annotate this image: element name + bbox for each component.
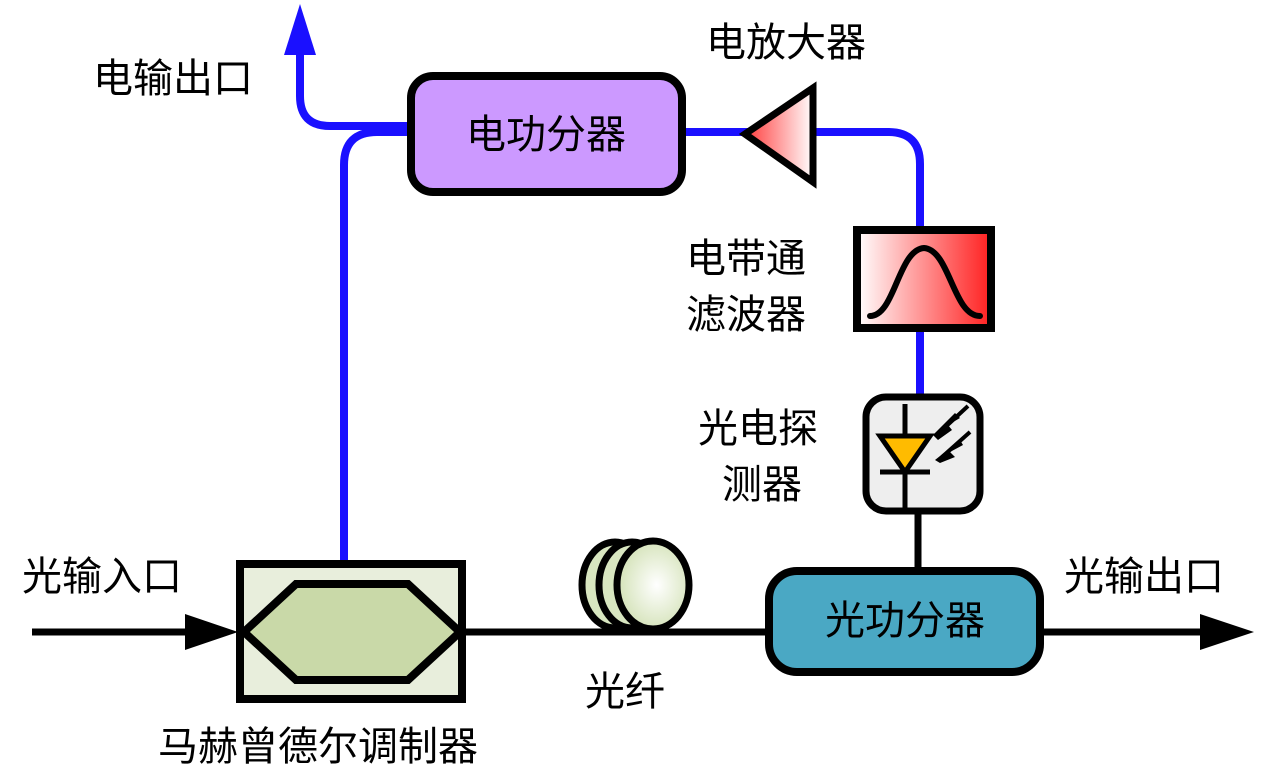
mach-zehnder-modulator[interactable] bbox=[236, 560, 466, 703]
mach-zehnder-modulator-label: 马赫曾德尔调制器 bbox=[158, 724, 478, 770]
bandpass-filter-label-line2: 滤波器 bbox=[686, 292, 806, 338]
electrical-amplifier-label: 电放大器 bbox=[706, 20, 866, 66]
amplifier-triangle-icon bbox=[738, 81, 817, 189]
wire-modulator-to-electrical-splitter bbox=[340, 128, 415, 560]
photodetector-label-line1: 光电探 bbox=[698, 406, 818, 452]
optical-fiber-spool[interactable] bbox=[578, 537, 693, 633]
optical-output-label: 光输出口 bbox=[1064, 554, 1224, 600]
optical-output-arrowhead bbox=[1200, 614, 1254, 650]
bandpass-curve-icon bbox=[867, 244, 983, 319]
bandpass-filter-label-line1: 电带通 bbox=[686, 236, 806, 282]
electrical-power-splitter-label: 电功分器 bbox=[466, 112, 626, 158]
photodiode-icon bbox=[875, 404, 972, 508]
optical-wires bbox=[32, 510, 1205, 636]
electrical-output-arrowhead bbox=[284, 4, 316, 55]
electrical-output-label: 电输出口 bbox=[93, 56, 253, 102]
wire-amplifier-to-filter bbox=[815, 128, 924, 230]
optical-input-label: 光输入口 bbox=[22, 554, 182, 600]
wire-splitter-to-electrical-output bbox=[296, 40, 415, 130]
electrical-power-splitter[interactable]: 电功分器 bbox=[407, 72, 686, 196]
mzm-arm-icon bbox=[238, 580, 466, 684]
bandpass-filter[interactable] bbox=[853, 226, 995, 332]
optical-fiber-label: 光纤 bbox=[585, 669, 665, 715]
optical-input-arrowhead bbox=[185, 614, 238, 650]
photodetector[interactable] bbox=[862, 393, 984, 515]
electrical-amplifier[interactable] bbox=[738, 81, 817, 189]
electrical-wires bbox=[296, 40, 924, 560]
photodetector-label-line2: 测器 bbox=[722, 462, 802, 508]
optical-power-splitter[interactable]: 光功分器 bbox=[765, 567, 1044, 676]
optical-power-splitter-label: 光功分器 bbox=[825, 598, 985, 644]
